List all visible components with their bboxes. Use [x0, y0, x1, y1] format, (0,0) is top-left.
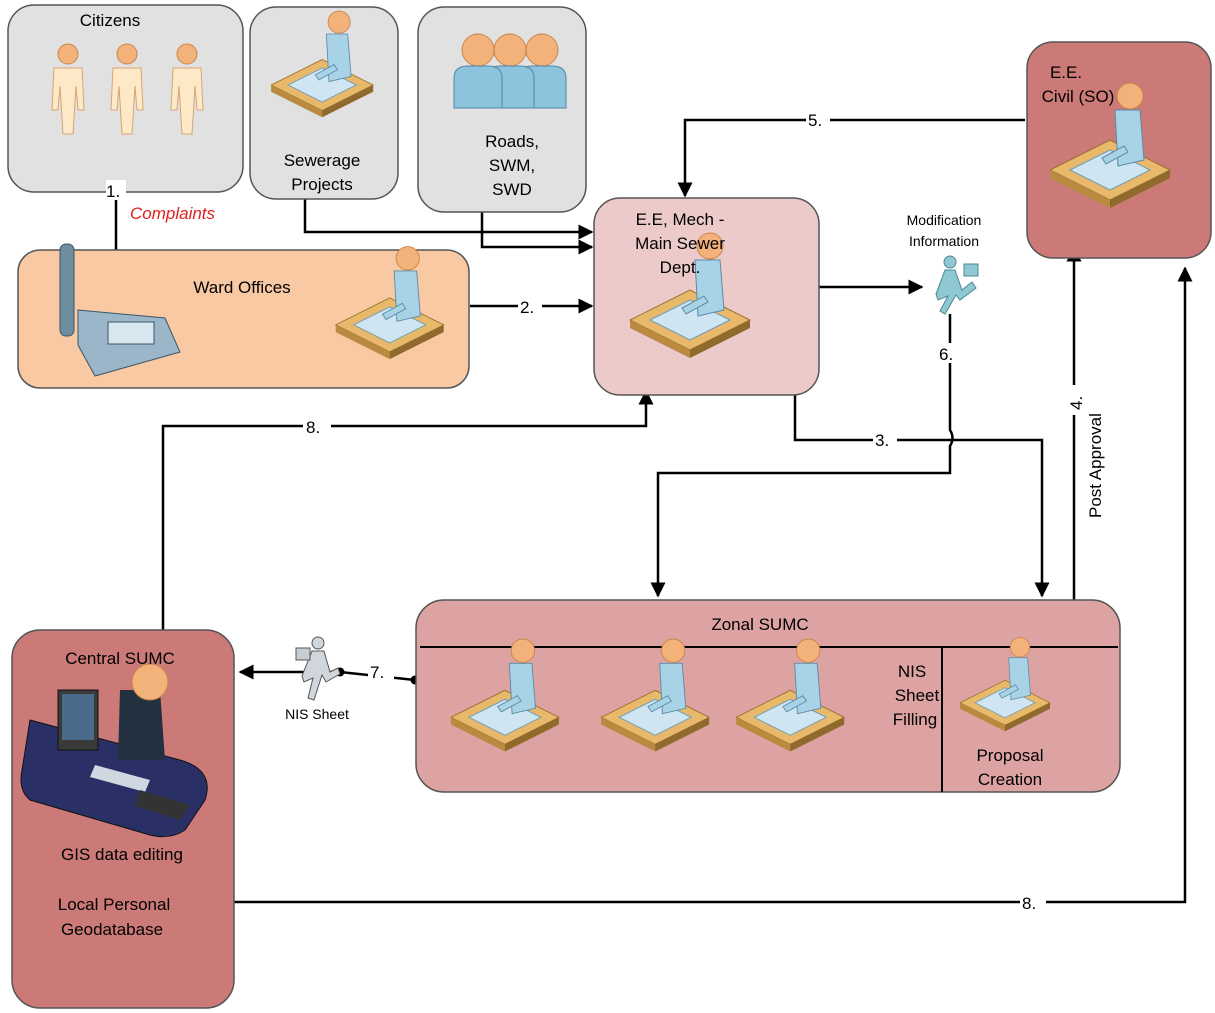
ee-mech-box: E.E, Mech - Main Sewer Dept. [593, 197, 820, 396]
proposal-line2: Creation [978, 770, 1042, 789]
mech-line1: E.E, Mech - [636, 210, 725, 229]
civil-line2: Civil (SO) [1042, 87, 1115, 106]
proposal-line1: Proposal [976, 746, 1043, 765]
nis-line1: NIS [898, 662, 926, 681]
mech-line3: Dept. [660, 258, 701, 277]
workstation-icon [20, 663, 208, 838]
connectors [66, 118, 1193, 904]
ee-civil-box: E.E. Civil (SO) [1026, 41, 1212, 259]
label-8-bottom: 8. [1022, 894, 1036, 913]
citizens-label: Citizens [80, 11, 140, 30]
label-1: 1. [106, 182, 120, 201]
ward-offices-label: Ward Offices [193, 278, 290, 297]
central-gis: GIS data editing [61, 845, 183, 864]
central-sumc-box: Central SUMC GIS data editing Local Pers… [11, 629, 235, 1009]
label-4: 4. [1067, 396, 1086, 410]
sewerage-line2: Projects [291, 175, 352, 194]
nis-line3: Filling [893, 710, 937, 729]
label-information: Information [909, 233, 979, 249]
zonal-label: Zonal SUMC [711, 615, 808, 634]
roads-swm-swd-box: Roads, SWM, SWD [417, 6, 587, 213]
sewerage-line1: Sewerage [284, 151, 361, 170]
zonal-sumc-box: Zonal SUMC NIS Sheet Filling Proposal Cr… [415, 599, 1121, 793]
roads-line3: SWD [492, 180, 532, 199]
label-7: 7. [370, 663, 384, 682]
ward-offices-box: Ward Offices [17, 243, 470, 389]
edge-labels: 1. Complaints 2. 3. 4. Post Approval 5. … [106, 110, 1105, 913]
civil-line1: E.E. [1050, 63, 1082, 82]
runner-nis-sheet-icon [295, 636, 341, 701]
label-post-approval: Post Approval [1086, 413, 1105, 518]
telephone-icon [59, 243, 181, 377]
label-modification: Modification [907, 212, 982, 228]
nis-line2: Sheet [895, 686, 940, 705]
mech-line2: Main Sewer [635, 234, 725, 253]
roads-line2: SWM, [489, 156, 535, 175]
citizens-box: Citizens [7, 4, 244, 193]
central-local-line1: Local Personal [58, 895, 170, 914]
label-complaints: Complaints [130, 204, 216, 223]
roads-line1: Roads, [485, 132, 539, 151]
label-8-top: 8. [306, 418, 320, 437]
runner-modification-icon [935, 255, 979, 315]
label-2: 2. [520, 298, 534, 317]
label-3: 3. [875, 431, 889, 450]
label-nis-sheet: NIS Sheet [285, 706, 349, 722]
central-label: Central SUMC [65, 649, 175, 668]
label-5: 5. [808, 111, 822, 130]
label-6: 6. [939, 345, 953, 364]
central-local-line2: Geodatabase [61, 920, 163, 939]
sewerage-projects-box: Sewerage Projects [249, 6, 399, 200]
